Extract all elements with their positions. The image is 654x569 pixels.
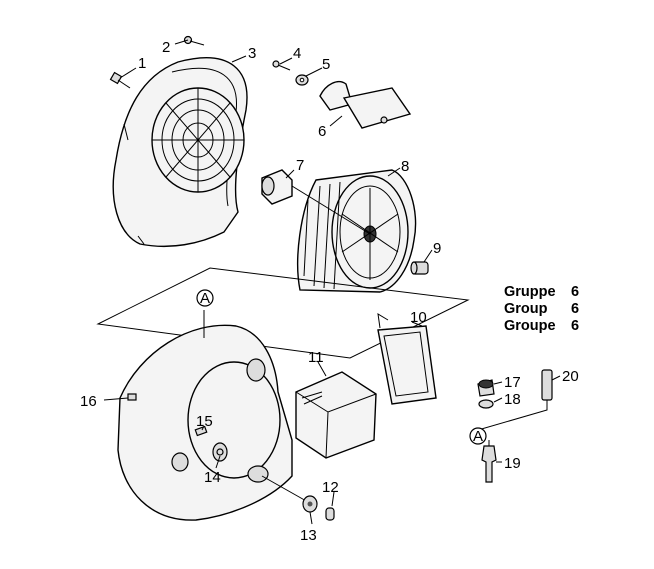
group-heading-line-en: Group xyxy=(504,301,548,317)
screw-part-1 xyxy=(109,71,131,89)
callout-10: 10 xyxy=(410,309,427,326)
group-heading: Gruppe 6 Group 6 Groupe 6 xyxy=(504,284,579,334)
group-heading-line-fr: Groupe xyxy=(504,318,556,334)
callout-18: 18 xyxy=(504,391,521,408)
group-number-de: 6 xyxy=(571,284,579,300)
housing-plate xyxy=(112,57,248,248)
washer-part-18 xyxy=(478,399,494,409)
filter-box-part-11 xyxy=(295,371,377,459)
sleeve-part-9 xyxy=(410,261,429,275)
group-heading-line-de: Gruppe xyxy=(504,284,556,300)
screw-part-4 xyxy=(272,60,291,71)
reference-mark-a-lower: A xyxy=(469,427,487,445)
callout-3: 3 xyxy=(248,45,256,62)
valve-part-19 xyxy=(481,440,497,483)
callout-19: 19 xyxy=(504,455,521,472)
screw-part-14 xyxy=(216,448,224,456)
callout-9: 9 xyxy=(433,240,441,257)
pin-part-12 xyxy=(325,507,335,521)
callout-5: 5 xyxy=(322,56,330,73)
callout-12: 12 xyxy=(322,479,339,496)
callout-6: 6 xyxy=(318,123,326,140)
washer-part-5 xyxy=(295,74,309,86)
callout-11: 11 xyxy=(308,349,324,366)
front-housing-part-16 xyxy=(117,310,309,521)
callout-20: 20 xyxy=(562,368,579,385)
cap-part-17 xyxy=(477,379,495,397)
callout-labels: 1 2 3 4 5 6 7 8 9 10 11 12 13 14 15 16 1… xyxy=(80,39,579,544)
pin-part-15 xyxy=(194,425,208,437)
gasket-part-10 xyxy=(377,313,437,405)
callout-13: 13 xyxy=(300,527,317,544)
callout-1: 1 xyxy=(138,55,146,72)
fan-wheel-part-8 xyxy=(291,169,417,293)
callout-7: 7 xyxy=(296,157,304,174)
callout-2: 2 xyxy=(162,39,170,56)
mounting-plane-frame xyxy=(96,267,470,359)
group-number-fr: 6 xyxy=(571,318,579,334)
callout-8: 8 xyxy=(401,158,409,175)
hub-part-7 xyxy=(261,169,293,205)
screw-part-2 xyxy=(183,35,205,46)
leader-lines xyxy=(103,39,561,525)
callout-15: 15 xyxy=(196,413,213,430)
group-number-en: 6 xyxy=(571,301,579,317)
callout-17: 17 xyxy=(504,374,521,391)
reference-mark-a-upper: A xyxy=(196,289,214,307)
callout-4: 4 xyxy=(293,45,301,62)
callout-16: 16 xyxy=(80,393,97,410)
cover-plate-part-6 xyxy=(319,80,412,129)
reference-mark-a-lower-text: A xyxy=(473,428,483,445)
reference-mark-a-upper-text: A xyxy=(200,290,210,307)
callout-14: 14 xyxy=(204,469,221,486)
nut-part-13 xyxy=(302,495,318,513)
